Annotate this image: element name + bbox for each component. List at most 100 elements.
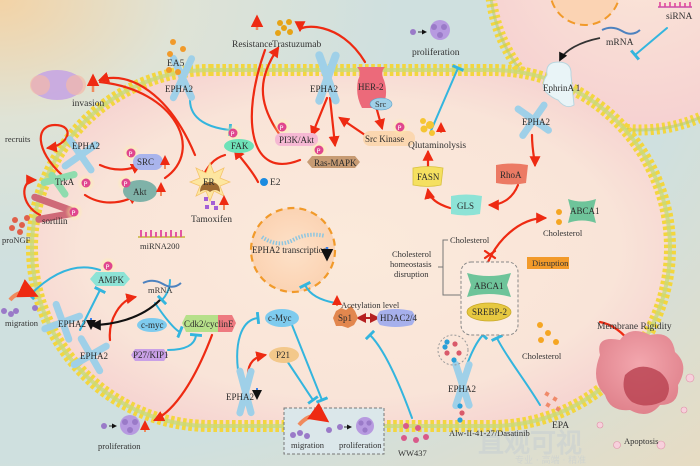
epha2-receptor-ephrin — [514, 101, 552, 139]
src-label: SRC — [137, 157, 154, 167]
svg-text:EPHA2: EPHA2 — [80, 351, 108, 361]
akt-node: P — [117, 174, 166, 202]
abca1-membrane-node — [556, 199, 596, 225]
cmyc-left-label: c-myc — [141, 320, 164, 330]
ephrina1-ligand — [542, 61, 575, 108]
svg-text:P: P — [231, 130, 235, 138]
epa-icon — [544, 391, 561, 412]
svg-text:EPHA2: EPHA2 — [72, 141, 100, 151]
box-proliferation-label: proliferation — [339, 440, 382, 450]
her2-receptor — [357, 67, 393, 111]
arrow-epha2-ras — [328, 96, 340, 148]
arrow-rhoa-gls — [487, 183, 520, 211]
src-small-label: Src — [375, 99, 387, 109]
inhibit-ww437-sp1 — [364, 329, 413, 419]
svg-text:P: P — [72, 209, 76, 217]
apoptosis-label: Apoptosis — [624, 436, 658, 446]
trka-label: TrkA — [55, 177, 75, 187]
src-kinase-label: Src Kinase — [365, 134, 404, 144]
chol-disruption-line3: disruption — [394, 269, 429, 279]
epha2-labels: EPHA2 EPHA2 EPHA2 EPHA2 EPHA2 EPHA2 EPHA… — [58, 84, 550, 402]
epha2-receptor-ea5 — [169, 54, 196, 102]
epha2-receptor-bottom — [236, 367, 255, 417]
mrna-top-icon — [601, 26, 641, 35]
src-kinase-node: P — [363, 118, 415, 146]
sirna-label: siRNA — [666, 12, 693, 22]
cmyc-right-label: c-Myc — [268, 313, 292, 323]
er-node — [188, 161, 232, 210]
watermark: 直观可视 专业 · 高端 · 精准 — [478, 429, 586, 466]
gls-label: GLS — [457, 201, 474, 211]
pi3k-akt-label: PI3K/Akt — [279, 135, 315, 145]
svg-text:EPHA2: EPHA2 — [165, 84, 193, 94]
trka-receptor: P — [40, 170, 95, 198]
p21-node — [269, 347, 299, 363]
blocked-cross-icon — [483, 249, 497, 260]
trastuzumab-label: Trastuzumab — [272, 40, 322, 50]
cmyc-left-node — [137, 318, 167, 332]
pi3k-akt-node: P — [273, 118, 318, 146]
arrow-akt-invasion — [98, 80, 184, 180]
migration-left-label: migration — [5, 318, 39, 328]
inhibit-p27-cdk2 — [167, 332, 203, 351]
rhoa-label: RhoA — [500, 170, 522, 180]
transcription-label: EPHA2 transcription — [252, 245, 328, 255]
arrow-pi3k-trastuzumab — [261, 46, 282, 137]
svg-text:P: P — [84, 180, 88, 188]
p21-label: P21 — [276, 350, 290, 360]
inhibit-epa-box — [490, 334, 541, 406]
srebp2-label: SREBP-2 — [472, 307, 507, 317]
sortilin-label: sortilin — [42, 216, 68, 226]
epha2-receptor-cmyc — [70, 335, 110, 375]
disruption-badge — [527, 257, 569, 269]
abca1-box-node — [467, 273, 511, 297]
svg-text:P: P — [398, 124, 402, 132]
ampk-node: P — [90, 257, 130, 286]
epha2-receptor-inhibitor — [452, 360, 473, 410]
pronGF-icon — [9, 215, 30, 235]
svg-text:直观可视: 直观可视 — [478, 429, 582, 459]
abca1-box-label: ABCA1 — [474, 281, 504, 291]
cholesterol-membrane-label: Cholesterol — [543, 228, 583, 238]
cholesterol-lower-label: Cholesterol — [522, 351, 562, 361]
glutaminolysis-label: Qlutaminolysis — [408, 141, 466, 151]
proliferation-top-label: proliferation — [412, 47, 460, 58]
inhibit-cmyc-p27 — [154, 302, 184, 339]
cholesterol-lower-icon — [537, 322, 559, 345]
abca1-srebp2-box — [460, 261, 519, 336]
arrow-recruits — [39, 123, 69, 177]
arrow-ras-trastuzumab — [250, 48, 302, 165]
arrow-src-invasion — [97, 72, 197, 157]
arrow-mrna-epha2 — [89, 299, 161, 331]
cdk2-cycline-node — [182, 315, 236, 332]
sirna-icon — [658, 2, 692, 8]
proliferation-bottom-icon — [101, 415, 150, 435]
svg-text:EPHA2: EPHA2 — [310, 84, 338, 94]
her2-label: HER-2 — [358, 82, 384, 92]
recruits-label: recruits — [5, 134, 31, 144]
ephrina1-label: EphrinA 1 — [543, 83, 580, 93]
tamoxifen-label: Tamoxifen — [191, 214, 232, 225]
cholesterol-bracket — [438, 239, 461, 296]
ea5-ligand-icon — [166, 39, 186, 75]
proliferation-bottom-label: proliferation — [98, 441, 141, 451]
neighbor-nucleus — [550, 0, 620, 26]
e2-label: E2 — [270, 178, 281, 188]
mrna-mid-label: mRNA — [148, 285, 173, 295]
inhibit-cmyc-box — [291, 324, 329, 404]
proliferation-cluster-icon — [410, 20, 450, 40]
inhibitor-vesicle — [437, 334, 469, 423]
nucleus: EPHA2 transcription — [249, 206, 337, 294]
membrane-rigidity-label: Membrane Rigidity — [597, 322, 672, 332]
fak-node: P — [224, 124, 254, 153]
inhibit-glut-proliferation — [429, 64, 465, 134]
hdac-label: HDAC2/4 — [380, 313, 418, 323]
mrna-top-label: mRNA — [606, 38, 634, 48]
arrow-src-epha2 — [338, 116, 367, 137]
svg-text:EPHA2: EPHA2 — [448, 384, 476, 394]
inhibit-mirna-mrna — [156, 279, 171, 306]
box-migration-label: migration — [291, 440, 325, 450]
pronGF-label: proNGF — [2, 235, 31, 245]
er-label: ER — [203, 177, 215, 187]
arrow-epha2-pi3k — [310, 96, 329, 138]
